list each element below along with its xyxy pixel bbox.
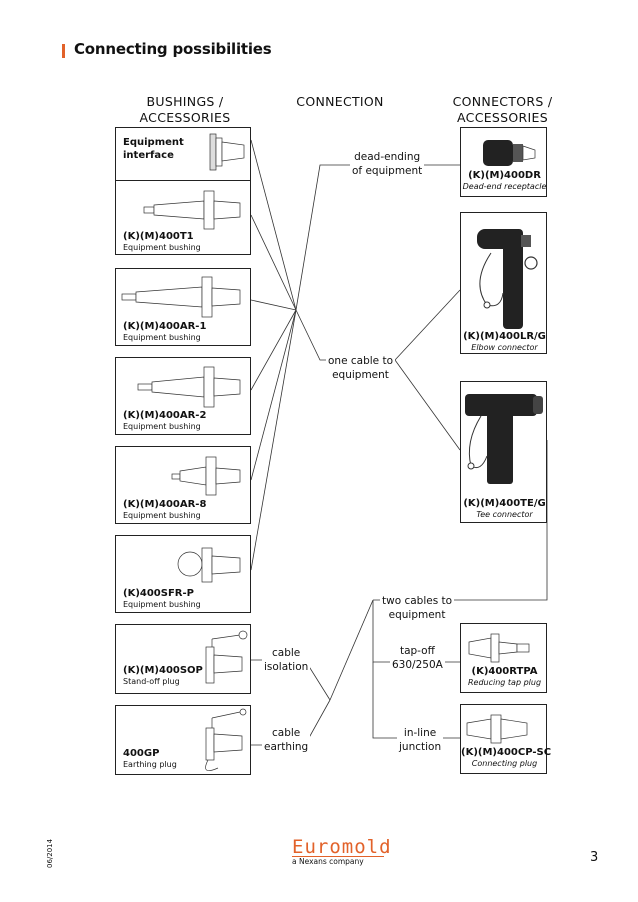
bushing-box-400ar-1[interactable]: (K)(M)400AR-1 Equipment bushing [115, 268, 251, 346]
bushing-icon [177, 547, 241, 583]
column-heading-connection: CONNECTION [296, 94, 384, 109]
page-title: Connecting possibilities [74, 40, 272, 58]
date-stamp: 06/2014 [46, 838, 54, 868]
euromold-logo: Euromold [292, 836, 392, 858]
bushing-box-400ar-2[interactable]: (K)(M)400AR-2 Equipment bushing [115, 357, 251, 435]
tee-connector-icon [465, 394, 543, 484]
elbow-connector-icon [477, 229, 538, 329]
label-in-line: in-line junction [397, 726, 444, 754]
label-tap-off: tap-off 630/250A [390, 644, 445, 672]
label-cable-isolation: cable isolation [262, 646, 311, 674]
label-dead-ending: dead-ending of equipment [350, 150, 425, 178]
bushing-icon [143, 190, 241, 230]
label-cable-earthing: cable earthing [262, 726, 311, 754]
equipment-interface-icon [209, 133, 245, 171]
stand-off-plug-icon [205, 630, 248, 684]
connector-box-400te-g[interactable]: (K)(M)400TE/G Tee connector [460, 381, 547, 523]
column-heading-connectors: CONNECTORS / ACCESSORIES [452, 94, 553, 125]
column-heading-bushings: BUSHINGS / ACCESSORIES [139, 94, 231, 125]
logo-divider [292, 856, 384, 857]
title-accent-bar [62, 44, 65, 58]
bushing-box-400sop[interactable]: (K)(M)400SOP Stand-off plug [115, 624, 251, 694]
bushing-box-400t1[interactable]: (K)(M)400T1 Equipment bushing [115, 180, 251, 255]
bushing-box-400gp[interactable]: 400GP Earthing plug [115, 705, 251, 775]
bushing-icon [171, 456, 241, 496]
bushing-icon [137, 366, 241, 408]
connecting-plug-icon [466, 714, 528, 744]
connector-box-400rtpa[interactable]: (K)400RTPA Reducing tap plug [460, 623, 547, 693]
logo-subtitle: a Nexans company [292, 857, 364, 866]
reducing-tap-plug-icon [468, 633, 530, 663]
label-two-cables: two cables to equipment [380, 594, 455, 622]
bushing-box-400sfr-p[interactable]: (K)400SFR-P Equipment bushing [115, 535, 251, 613]
bushing-icon [121, 276, 241, 318]
dead-end-receptacle-icon [483, 140, 536, 166]
connector-box-400dr[interactable]: (K)(M)400DR Dead-end receptacle [460, 127, 547, 197]
label-one-cable: one cable to equipment [326, 354, 396, 382]
connector-box-400lr-g[interactable]: (K)(M)400LR/G Elbow connector [460, 212, 547, 354]
page-number: 3 [590, 850, 599, 865]
bushing-box-400ar-8[interactable]: (K)(M)400AR-8 Equipment bushing [115, 446, 251, 524]
connector-box-400cp-sc[interactable]: (K)(M)400CP-SC Connecting plug [460, 704, 551, 774]
earthing-plug-icon [205, 708, 247, 771]
